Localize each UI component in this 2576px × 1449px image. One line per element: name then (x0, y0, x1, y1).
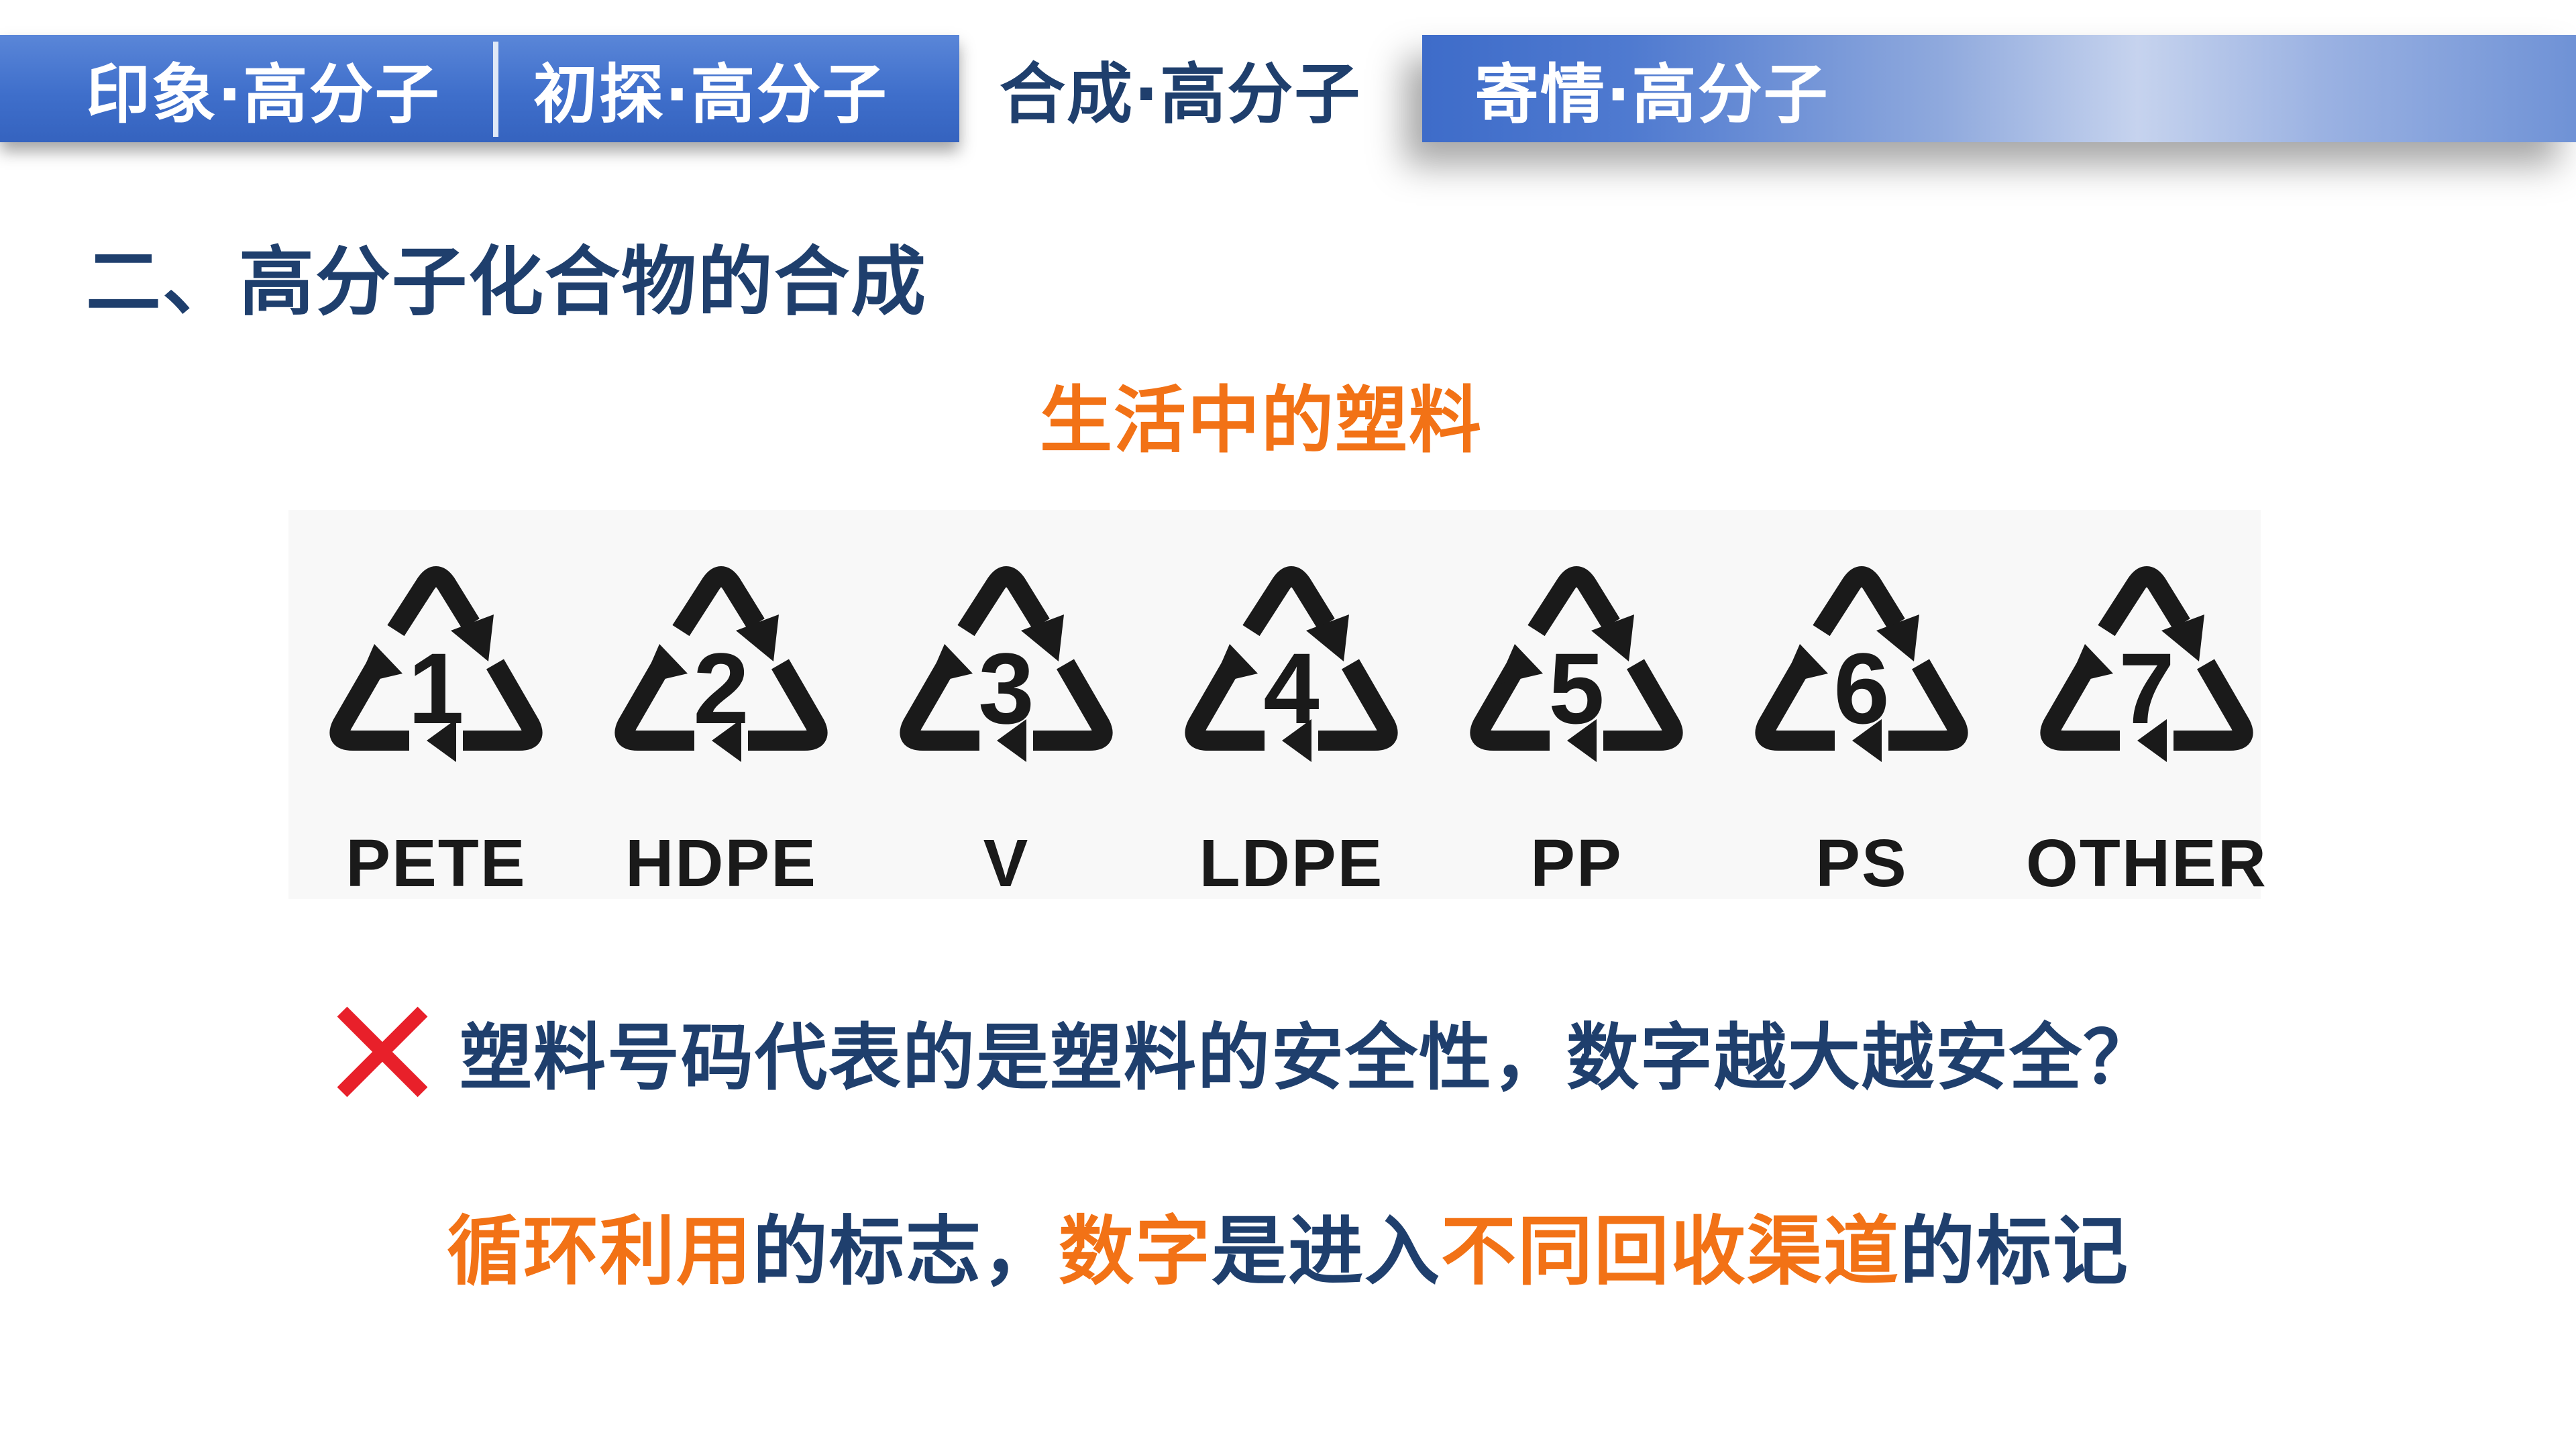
recycling-code-number: 1 (408, 632, 464, 745)
recycle-triangle-icon (329, 566, 543, 762)
recycling-code-number: 7 (2118, 632, 2175, 745)
tab-divider (493, 42, 498, 137)
recycling-code-number: 5 (1548, 632, 1605, 745)
recycling-code-label: OTHER (2026, 826, 2267, 901)
recycling-code-number: 6 (1833, 632, 1890, 745)
tab-explore[interactable]: 初探·高分子 (533, 35, 888, 142)
tab-sentiment[interactable]: 寄情·高分子 (1422, 35, 2576, 142)
recycle-triangle-icon (1470, 566, 1683, 762)
cross-icon (337, 1006, 428, 1097)
answer-text-2: 是进入 (1212, 1208, 1441, 1295)
recycling-code-label: V (983, 826, 1030, 901)
section-title: 二、高分子化合物的合成 (86, 239, 927, 326)
tab-impression-label: 印象·高分子 (86, 56, 441, 132)
answer-line: 循环利用的标志，数字是进入不同回收渠道的标记 (0, 1191, 2576, 1299)
recycle-triangle-icon (1185, 566, 1398, 762)
answer-highlight-number: 数字 (1059, 1208, 1212, 1295)
recycle-triangle-icon (900, 566, 1113, 762)
answer-highlight-channel: 不同回收渠道 (1441, 1208, 1900, 1295)
recycling-code-number: 2 (693, 632, 749, 745)
recycle-triangle-icon (2040, 566, 2253, 762)
subtitle: 生活中的塑料 (1039, 379, 1483, 463)
question-text: 塑料号码代表的是塑料的安全性，数字越大越安全？ (460, 1016, 2157, 1100)
recycling-code-label: LDPE (1199, 826, 1384, 901)
tab-impression[interactable]: 印象·高分子 (86, 35, 440, 142)
answer-text-3: 的标记 (1900, 1208, 2129, 1295)
tab-synthesis[interactable]: 合成·高分子 (1000, 35, 1402, 142)
tab-synthesis-label: 合成·高分子 (1000, 56, 1362, 133)
tab-sentiment-label: 寄情·高分子 (1474, 56, 1829, 132)
recycling-code-number: 4 (1263, 632, 1320, 745)
recycle-triangle-icon (614, 566, 828, 762)
recycling-code-label: PP (1530, 826, 1623, 901)
recycling-code-number: 3 (978, 632, 1034, 745)
recycle-triangle-icon (1755, 566, 1968, 762)
recycling-code-label: HDPE (625, 826, 817, 901)
answer-text-1: 的标志， (753, 1208, 1059, 1295)
recycling-code-label: PETE (345, 826, 527, 901)
tab-explore-label: 初探·高分子 (533, 56, 888, 132)
answer-highlight-recycle: 循环利用 (447, 1208, 753, 1295)
nav-bar-left: 印象·高分子 初探·高分子 (0, 35, 959, 142)
question-line: 塑料号码代表的是塑料的安全性，数字越大越安全？ (332, 1000, 2157, 1104)
recycling-code-label: PS (1815, 826, 1908, 901)
